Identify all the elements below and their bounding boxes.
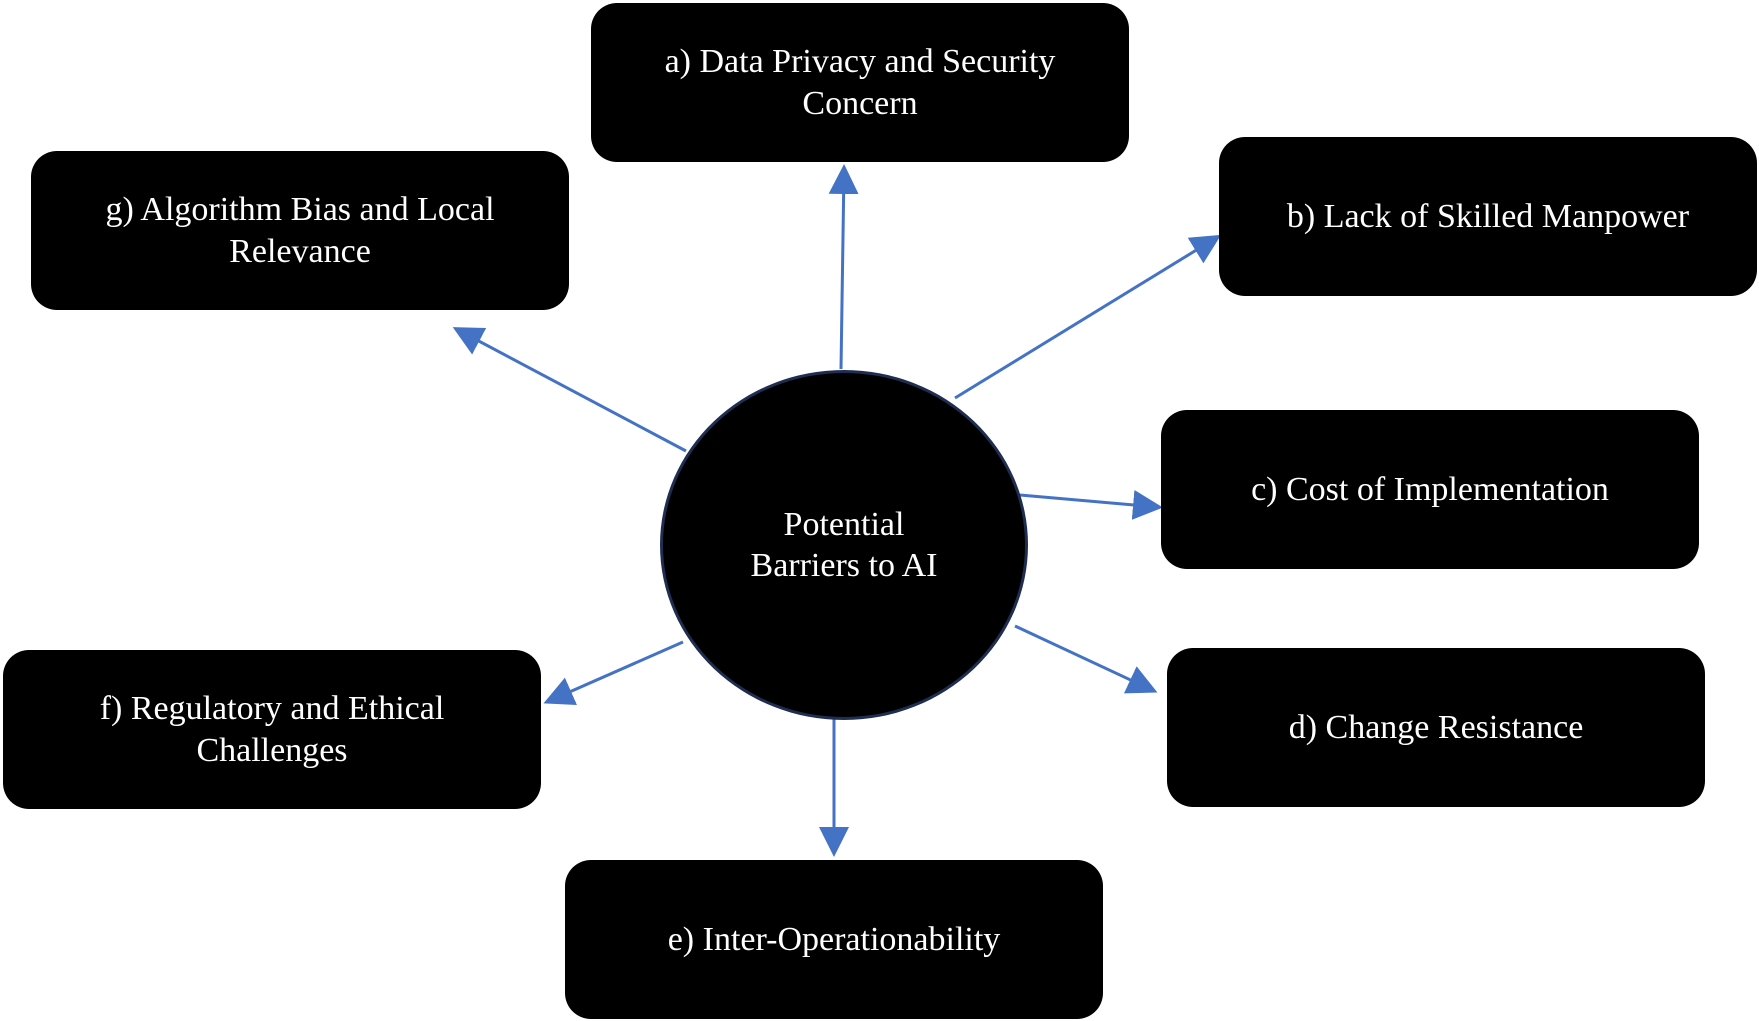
barrier-label-a: a) Data Privacy and Security Concern (664, 42, 1056, 122)
barrier-box-cost: c) Cost of Implementation (1161, 410, 1699, 569)
barrier-label-e: e) Inter-Operationability (667, 920, 1001, 958)
barrier-box-algorithm-bias: g) Algorithm Bias and Local Relevance (31, 151, 569, 310)
arrow-to-g (452, 327, 687, 453)
barrier-box-interoperability: e) Inter-Operationability (565, 860, 1103, 1019)
arrow-to-c (1019, 489, 1163, 520)
hub-label: Potential Barriers to AI (750, 506, 938, 584)
barrier-box-regulatory: f) Regulatory and Ethical Challenges (3, 650, 541, 809)
barrier-label-d: d) Change Resistance (1288, 708, 1584, 746)
barrier-label-g: g) Algorithm Bias and Local Relevance (105, 190, 495, 270)
arrow-to-f (543, 640, 684, 706)
barrier-box-change-resistance: d) Change Resistance (1167, 648, 1705, 807)
arrow-to-a (828, 164, 859, 370)
barrier-box-skilled-manpower: b) Lack of Skilled Manpower (1219, 137, 1757, 296)
barrier-box-data-privacy: a) Data Privacy and Security Concern (591, 3, 1129, 162)
arrow-to-b (954, 234, 1222, 400)
barrier-label-f: f) Regulatory and Ethical Challenges (99, 689, 445, 769)
barrier-label-c: c) Cost of Implementation (1251, 470, 1609, 508)
central-hub-circle: Potential Barriers to AI (660, 370, 1028, 720)
arrow-to-d (1014, 624, 1158, 694)
barrier-label-b: b) Lack of Skilled Manpower (1286, 197, 1690, 235)
